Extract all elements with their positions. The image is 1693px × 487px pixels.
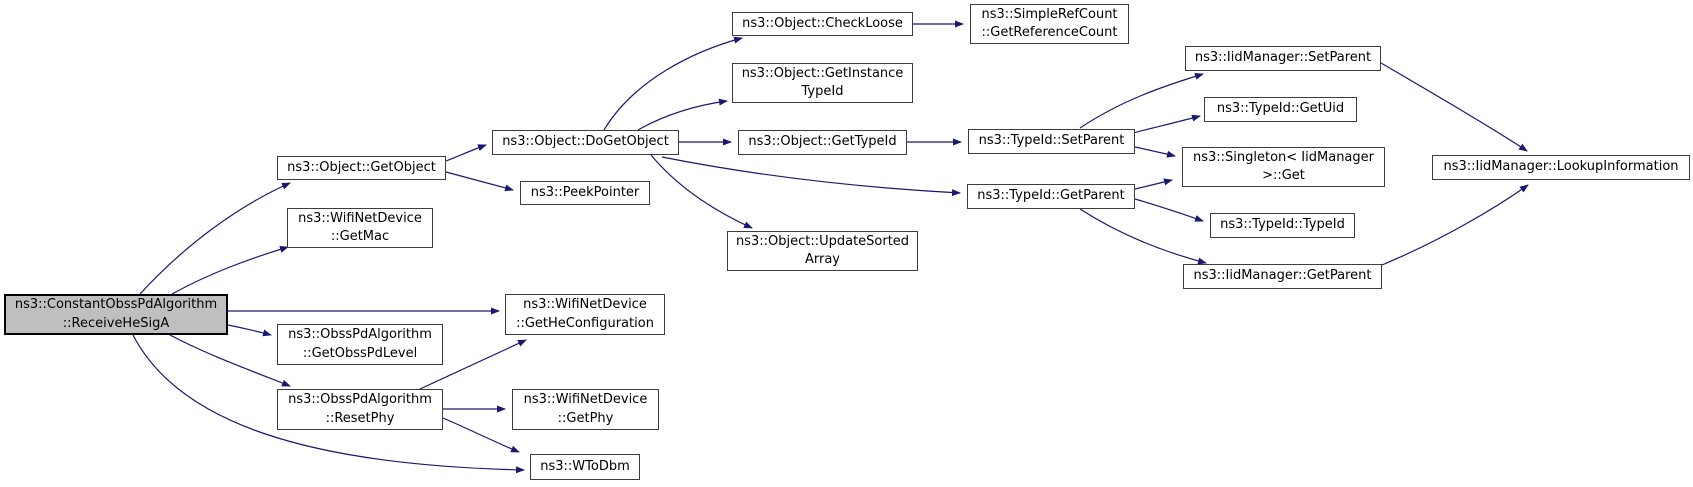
edge-main-to-wtodbm (132, 334, 525, 474)
edge-dogetobject-to-checkloose (603, 36, 743, 131)
edge-typeidsetparent-to-singletonget (1134, 146, 1176, 158)
edge-main-to-getobsspdlevel (227, 324, 272, 337)
edge-main-to-getmac (171, 245, 289, 295)
node-object-do-get-object[interactable]: ns3::Object::DoGetObject (492, 130, 679, 155)
edge-typeidsetparent-to-getuid (1132, 114, 1201, 134)
node-object-get-object[interactable]: ns3::Object::GetObject (277, 156, 446, 180)
node-obss-pd-algorithm-get-obss-pd-level[interactable]: ns3::ObssPdAlgorithm ::GetObssPdLevel (277, 324, 443, 365)
node-type-id-get-parent[interactable]: ns3::TypeId::GetParent (967, 184, 1135, 209)
edge-resetphy-to-getheconfiguration (419, 339, 527, 390)
node-object-get-type-id[interactable]: ns3::Object::GetTypeId (738, 130, 907, 155)
edge-typeidgetparent-to-iidmanagergetparent (1079, 208, 1207, 265)
edge-dogetobject-to-updatesortedarray (650, 154, 753, 229)
node-wifinetdevice-get-mac[interactable]: ns3::WifiNetDevice ::GetMac (287, 208, 433, 248)
node-iid-manager-get-parent[interactable]: ns3::IidManager::GetParent (1183, 264, 1382, 289)
edge-getobject-to-peekpointer (445, 171, 514, 192)
node-wifinetdevice-get-he-configuration[interactable]: ns3::WifiNetDevice ::GetHeConfiguration (505, 294, 665, 335)
edge-dogetobject-to-getinstancetypeid (637, 98, 728, 131)
edge-dogetobject-to-typeidgetparent (661, 156, 961, 197)
node-type-id-type-id[interactable]: ns3::TypeId::TypeId (1210, 213, 1355, 238)
node-type-id-get-uid[interactable]: ns3::TypeId::GetUid (1204, 97, 1357, 122)
node-object-check-loose[interactable]: ns3::Object::CheckLoose (732, 12, 913, 36)
node-constant-obss-pd-algorithm-receive-he-sig-a[interactable]: ns3::ConstantObssPdAlgorithm ::ReceiveHe… (4, 294, 228, 335)
edge-typeidsetparent-to-iidmanagersetparent (1079, 73, 1204, 129)
node-singleton-iid-manager-get[interactable]: ns3::Singleton< IidManager >::Get (1182, 147, 1385, 187)
edge-iidmanagersetparent-to-lookupinformation (1380, 62, 1528, 152)
node-simple-ref-count-get-reference-count[interactable]: ns3::SimpleRefCount ::GetReferenceCount (970, 4, 1129, 44)
edge-iidmanagergetparent-to-lookupinformation (1381, 184, 1529, 266)
node-w-to-dbm[interactable]: ns3::WToDbm (530, 454, 640, 480)
edge-resetphy-to-wtodbm (442, 417, 520, 453)
edge-main-to-getobject (139, 182, 291, 295)
node-obss-pd-algorithm-reset-phy[interactable]: ns3::ObssPdAlgorithm ::ResetPhy (277, 389, 443, 430)
edge-getobject-to-dogetobject (445, 144, 487, 162)
node-object-update-sorted-array[interactable]: ns3::Object::UpdateSorted Array (727, 231, 918, 271)
edge-main-to-resetphy (169, 334, 291, 387)
node-iid-manager-set-parent[interactable]: ns3::IidManager::SetParent (1185, 46, 1381, 71)
node-object-get-instance-type-id[interactable]: ns3::Object::GetInstance TypeId (732, 63, 913, 103)
node-iid-manager-lookup-information[interactable]: ns3::IidManager::LookupInformation (1432, 155, 1690, 180)
edge-typeidgetparent-to-singletonget (1134, 178, 1173, 190)
node-peek-pointer[interactable]: ns3::PeekPointer (520, 181, 650, 205)
node-wifinetdevice-get-phy[interactable]: ns3::WifiNetDevice ::GetPhy (512, 389, 659, 430)
node-type-id-set-parent[interactable]: ns3::TypeId::SetParent (968, 129, 1135, 154)
edge-typeidgetparent-to-typeidtypeid (1134, 198, 1204, 222)
